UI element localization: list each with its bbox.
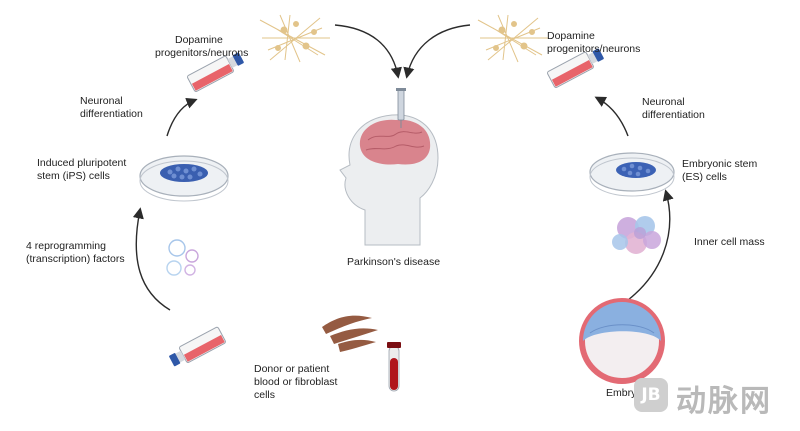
- neurons-right-image: [477, 14, 548, 63]
- neurons-left-image: [259, 14, 330, 63]
- arrow-neurons-left-to-patient: [334, 24, 402, 79]
- dopamine-right-label-line2: progenitors/neurons: [547, 43, 641, 55]
- dopamine-left-label-line2: progenitors/neurons: [155, 47, 249, 59]
- donor-label-line3: cells: [254, 389, 276, 401]
- syringe-icon: [397, 89, 405, 121]
- inner-cell-mass-image: [612, 216, 661, 254]
- watermark-logo-icon: JB: [634, 378, 668, 412]
- es-label-line1: Embryonic stem: [682, 158, 758, 170]
- flask-upper-left-image: [187, 52, 244, 92]
- embryo-label: Embryo: [606, 387, 643, 399]
- blood-tube-image: [387, 342, 401, 392]
- donor-label-line2: blood or fibroblast: [254, 376, 338, 388]
- inner-cell-mass-label: Inner cell mass: [694, 236, 765, 248]
- embryo-image: [579, 298, 665, 384]
- neuronal-left-label-line2: differentiation: [80, 108, 143, 120]
- reprogramming-label-line1: 4 reprogramming: [26, 240, 106, 252]
- arrow-embryo-to-es: [627, 189, 674, 301]
- dopamine-right-label-line1: Dopamine: [547, 30, 595, 42]
- neuronal-right-label-line1: Neuronal: [642, 96, 685, 108]
- ips-label-line2: stem (iPS) cells: [37, 170, 110, 182]
- arrow-donor-to-ips: [132, 207, 171, 311]
- flask-upper-right-image: [547, 48, 604, 88]
- es-petri-dish-image: [589, 152, 675, 197]
- reprogramming-label-line2: (transcription) factors: [26, 253, 125, 265]
- flask-lower-left-image: [169, 326, 226, 367]
- parkinsons-disease-label: Parkinson's disease: [347, 256, 441, 268]
- donor-label-line1: Donor or patient: [254, 363, 330, 375]
- ips-petri-dish-image: [139, 155, 229, 202]
- arrow-es-to-flask: [594, 96, 629, 137]
- ips-label-line1: Induced pluripotent: [37, 157, 127, 169]
- dopamine-left-label-line1: Dopamine: [175, 34, 223, 46]
- neuronal-right-label-line2: differentiation: [642, 109, 705, 121]
- arrow-neurons-right-to-patient: [403, 24, 471, 79]
- arrow-ips-to-flask: [166, 97, 198, 137]
- fibroblast-cells-image: [322, 315, 378, 352]
- brain-icon: [359, 119, 431, 165]
- patient-head-image: [339, 88, 439, 246]
- arrows: [132, 24, 674, 311]
- watermark-text: 动脉网: [676, 384, 772, 419]
- es-label-line2: (ES) cells: [682, 171, 727, 183]
- transcription-factors-image: [166, 239, 199, 276]
- neuronal-left-label-line1: Neuronal: [80, 95, 123, 107]
